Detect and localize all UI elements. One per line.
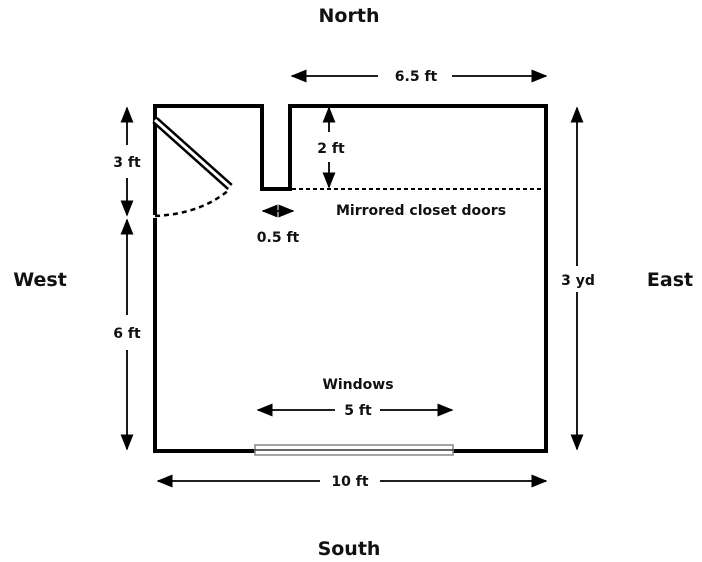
dim-closet-depth: 2 ft: [317, 141, 345, 157]
label-west: West: [13, 269, 67, 291]
window: [254, 444, 454, 456]
dim-east-wall: 3 yd: [561, 273, 595, 289]
dim-window-width: 5 ft: [344, 403, 372, 419]
dim-door-width: 3 ft: [113, 155, 141, 171]
label-north: North: [319, 5, 380, 27]
label-south: South: [318, 538, 381, 560]
dim-closet-gap: 0.5 ft: [257, 230, 300, 246]
room-walls: [153, 104, 548, 453]
dim-south-wall: 10 ft: [331, 474, 368, 490]
label-windows: Windows: [322, 377, 393, 393]
door-panel: [152, 117, 233, 190]
label-east: East: [647, 269, 693, 291]
dim-west-wall: 6 ft: [113, 326, 141, 342]
label-closet: Mirrored closet doors: [336, 203, 506, 219]
door-swing-arc: [154, 189, 230, 218]
dim-north-wall: 6.5 ft: [395, 69, 438, 85]
